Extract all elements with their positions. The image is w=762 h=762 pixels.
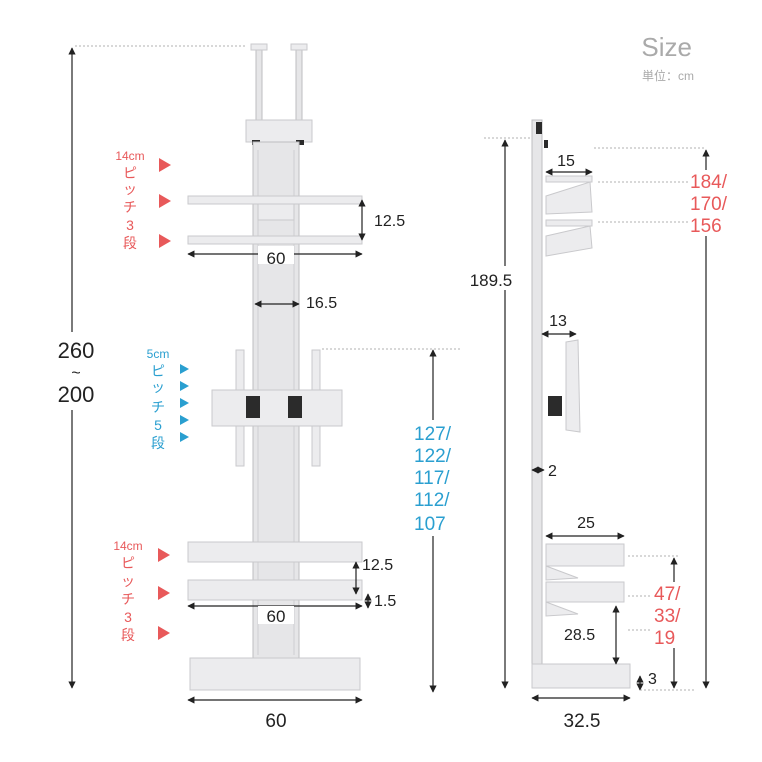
pitch-arrow-icon bbox=[180, 415, 189, 425]
svg-text:ピ: ピ bbox=[121, 555, 135, 571]
bottom-shelf-1 bbox=[187, 541, 363, 563]
top-pitch-label: 14cm ピ ッ チ 3 段 bbox=[115, 149, 171, 251]
svg-text:チ: チ bbox=[121, 591, 135, 607]
side-bottom-bracket-2 bbox=[545, 601, 579, 617]
svg-text:122/: 122/ bbox=[414, 446, 452, 467]
side-total-height: 189.5 bbox=[470, 271, 513, 290]
lower-shelf-height: 28.5 bbox=[564, 627, 595, 644]
pitch-arrow-icon bbox=[159, 194, 171, 208]
pitch-arrow-icon bbox=[158, 626, 170, 640]
side-top-shelf-1 bbox=[545, 175, 593, 183]
tv-height-values: 127/ 122/ 117/ 112/ 107 bbox=[414, 424, 452, 535]
pitch-arrow-icon bbox=[180, 398, 189, 408]
side-top-bracket-2 bbox=[545, 225, 593, 257]
svg-text:チ: チ bbox=[123, 199, 137, 215]
base-height: 3 bbox=[648, 671, 657, 688]
svg-text:段: 段 bbox=[123, 235, 137, 251]
pitch-arrow-icon bbox=[180, 432, 189, 442]
total-height-sep: ~ bbox=[71, 365, 80, 382]
top-shelf-1 bbox=[187, 195, 363, 205]
svg-text:117/: 117/ bbox=[414, 468, 450, 489]
svg-text:ッ: ッ bbox=[121, 573, 135, 589]
svg-text:14cm: 14cm bbox=[113, 539, 142, 553]
ceiling-pad-left bbox=[250, 43, 268, 51]
tv-mount-clamp-right bbox=[288, 396, 302, 418]
bottom-shelf-thickness: 1.5 bbox=[374, 593, 396, 610]
side-bottom-shelf-2 bbox=[545, 581, 625, 603]
top-shelf-depth: 15 bbox=[557, 153, 575, 170]
top-shelf-width: 60 bbox=[267, 249, 286, 268]
bottom-shelf-gap: 12.5 bbox=[362, 557, 393, 574]
side-tv-clamp bbox=[548, 396, 562, 416]
top-shelf-height-2: 170/ bbox=[690, 194, 728, 215]
svg-text:ピ: ピ bbox=[123, 165, 137, 181]
pitch-arrow-icon bbox=[158, 586, 170, 600]
side-tv-panel bbox=[565, 339, 581, 433]
top-shelf-height-3: 156 bbox=[690, 216, 722, 237]
bottom-shelf-depth: 25 bbox=[577, 515, 595, 532]
total-height-min: 200 bbox=[58, 382, 95, 407]
svg-text:3: 3 bbox=[124, 609, 132, 625]
svg-text:14cm: 14cm bbox=[115, 149, 144, 163]
svg-text:ッ: ッ bbox=[151, 379, 165, 395]
side-top-bracket-1 bbox=[545, 181, 593, 215]
top-shelf-gap: 12.5 bbox=[374, 213, 405, 230]
svg-text:段: 段 bbox=[151, 435, 165, 451]
svg-text:127/: 127/ bbox=[414, 424, 452, 445]
pitch-arrow-icon bbox=[180, 381, 189, 391]
total-height-max: 260 bbox=[58, 338, 95, 363]
top-shelf-2 bbox=[187, 235, 363, 245]
rod-bracket bbox=[245, 119, 313, 143]
side-rod-clamp bbox=[536, 122, 542, 134]
svg-text:107: 107 bbox=[414, 514, 446, 535]
side-bottom-bracket-1 bbox=[545, 565, 579, 581]
bottom-shelf-2 bbox=[187, 579, 363, 601]
side-base bbox=[531, 663, 631, 689]
side-view: 189.5 15 184/ 170/ 156 13 2 25 47/ 33/ 1… bbox=[460, 119, 738, 732]
bottom-shelf-width: 60 bbox=[267, 607, 286, 626]
base-width: 60 bbox=[265, 711, 286, 732]
svg-text:チ: チ bbox=[151, 399, 165, 415]
tv-pitch-label: 5cm ピ ッ チ 5 段 bbox=[147, 347, 189, 451]
pitch-arrow-icon bbox=[159, 234, 171, 248]
svg-text:5cm: 5cm bbox=[147, 347, 170, 361]
top-shelf-height-1: 184/ bbox=[690, 172, 728, 193]
side-top-shelf-2 bbox=[545, 219, 593, 227]
svg-text:3: 3 bbox=[126, 217, 134, 233]
bottom-shelf-height-2: 33/ bbox=[654, 606, 681, 627]
top-shelf-bracket bbox=[257, 203, 295, 221]
svg-text:112/: 112/ bbox=[414, 490, 450, 511]
tv-mount-clamp-left bbox=[246, 396, 260, 418]
pitch-arrow-icon bbox=[180, 364, 189, 374]
svg-text:5: 5 bbox=[154, 417, 162, 433]
svg-text:ッ: ッ bbox=[123, 181, 137, 197]
ceiling-pad-right bbox=[290, 43, 308, 51]
tv-mount-depth: 13 bbox=[549, 313, 567, 330]
pole-depth: 2 bbox=[548, 463, 557, 480]
side-bottom-shelf-1 bbox=[545, 543, 625, 567]
pitch-arrow-icon bbox=[158, 548, 170, 562]
bottom-shelf-height-3: 19 bbox=[654, 628, 675, 649]
base-depth: 32.5 bbox=[564, 711, 601, 732]
side-pole bbox=[531, 119, 543, 666]
ceiling-rod-right bbox=[295, 49, 303, 121]
pole-width: 16.5 bbox=[306, 295, 337, 312]
pitch-arrow-icon bbox=[159, 158, 171, 172]
bottom-pitch-label: 14cm ピ ッ チ 3 段 bbox=[113, 539, 170, 643]
front-view: 260 ~ 200 14cm ピ ッ チ 3 段 12.5 60 16.5 5c… bbox=[54, 43, 462, 732]
svg-text:段: 段 bbox=[121, 627, 135, 643]
size-title: Size bbox=[641, 32, 692, 62]
tv-mount-plate bbox=[211, 389, 343, 427]
rod-clamp-right bbox=[296, 140, 304, 145]
bottom-shelf-height-1: 47/ bbox=[654, 584, 681, 605]
unit-label: 単位：cm bbox=[642, 68, 694, 83]
side-rod-knob bbox=[544, 140, 548, 148]
base bbox=[189, 657, 361, 691]
ceiling-rod-left bbox=[255, 49, 263, 121]
svg-text:ピ: ピ bbox=[151, 363, 165, 379]
